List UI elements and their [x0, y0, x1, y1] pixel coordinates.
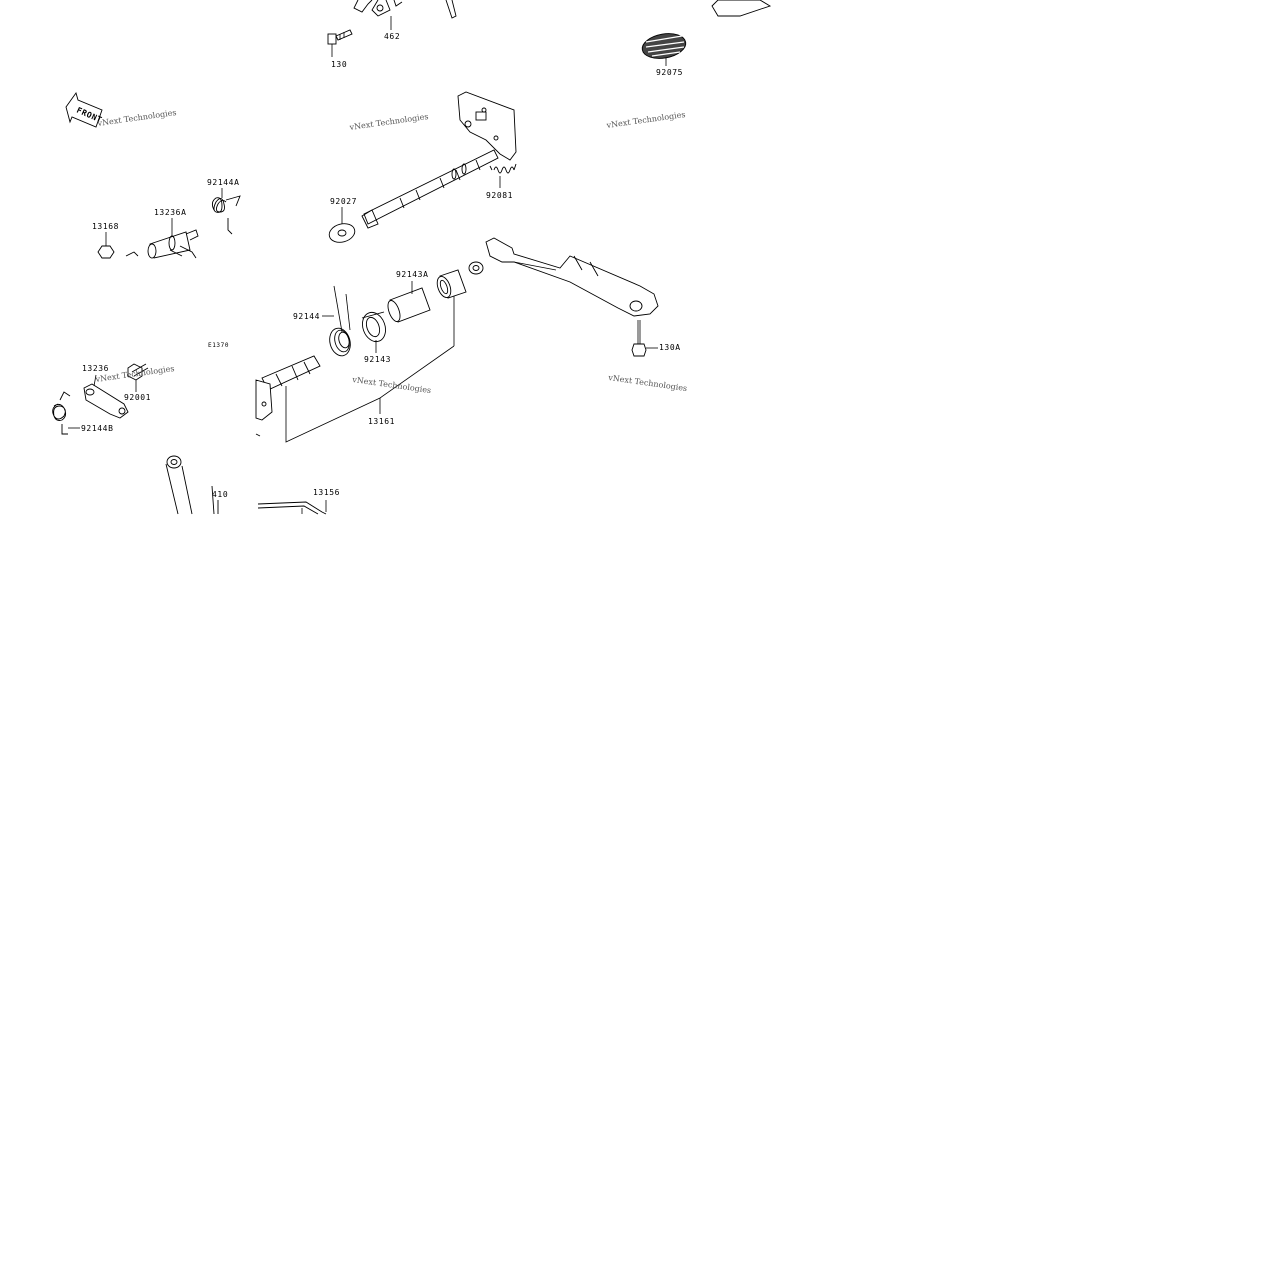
watermark-3: vNext Technologies	[605, 110, 686, 130]
part-label-92144: 92144	[293, 312, 320, 321]
rubber-92075-part	[641, 0, 772, 66]
diagram-code: E1370	[208, 342, 229, 349]
part-label-92075: 92075	[656, 68, 683, 77]
part-label-92081: 92081	[486, 191, 513, 200]
bushing-92143A-part	[387, 281, 431, 323]
washer-92027-part	[328, 207, 356, 243]
shift-pedal-arm-part	[468, 237, 659, 317]
watermark-text: vNext Technologies	[351, 375, 432, 395]
front-arrow-icon: FRONT	[65, 91, 104, 128]
watermark-5: vNext Technologies	[607, 373, 688, 393]
part-label-92027: 92027	[330, 197, 357, 206]
part-label-92144B: 92144B	[81, 424, 114, 433]
part-label-13168: 13168	[92, 222, 119, 231]
watermark-text: vNext Technologies	[607, 373, 688, 393]
spring-92081-part	[489, 163, 517, 188]
part-label-13236A: 13236A	[154, 208, 187, 217]
part-label-13156: 13156	[313, 488, 340, 497]
shift-shaft-upper-part	[361, 91, 517, 229]
spring-92144A-part	[211, 188, 241, 235]
watermark-2: vNext Technologies	[348, 112, 429, 132]
part-label-130: 130	[331, 60, 347, 69]
shift-lever-410-part	[165, 455, 219, 515]
part-label-92143: 92143	[364, 355, 391, 364]
part-label-13161: 13161	[368, 417, 395, 426]
watermark-4: vNext Technologies	[351, 375, 432, 395]
shaft-13236A-part	[147, 218, 199, 259]
bushing-92143-part	[361, 311, 386, 353]
watermark-1: vNext Technologies	[96, 108, 177, 128]
lever-13236-part	[83, 374, 129, 419]
watermark-text: vNext Technologies	[96, 108, 177, 128]
part-label-410: 410	[212, 490, 228, 499]
needle-bearing-part	[436, 269, 467, 346]
nut-92001-part	[127, 363, 149, 392]
part-label-92001: 92001	[124, 393, 151, 402]
spring-92144-part	[322, 285, 351, 357]
shift-shaft-lower-part	[255, 345, 455, 443]
top-linkage-part	[353, 0, 457, 30]
rod-13156-part	[257, 500, 327, 515]
part-label-462: 462	[384, 32, 400, 41]
nut-13168-part	[97, 232, 139, 259]
watermark-text: vNext Technologies	[605, 110, 686, 130]
part-label-130A: 130A	[659, 343, 681, 352]
bolt-130A-part	[631, 320, 658, 357]
watermark-text: vNext Technologies	[348, 112, 429, 132]
part-label-92144A: 92144A	[207, 178, 240, 187]
part-label-13236: 13236	[82, 364, 109, 373]
part-label-92143A: 92143A	[396, 270, 429, 279]
bolt-130-part	[327, 29, 353, 57]
spring-92144B-part	[52, 391, 80, 435]
